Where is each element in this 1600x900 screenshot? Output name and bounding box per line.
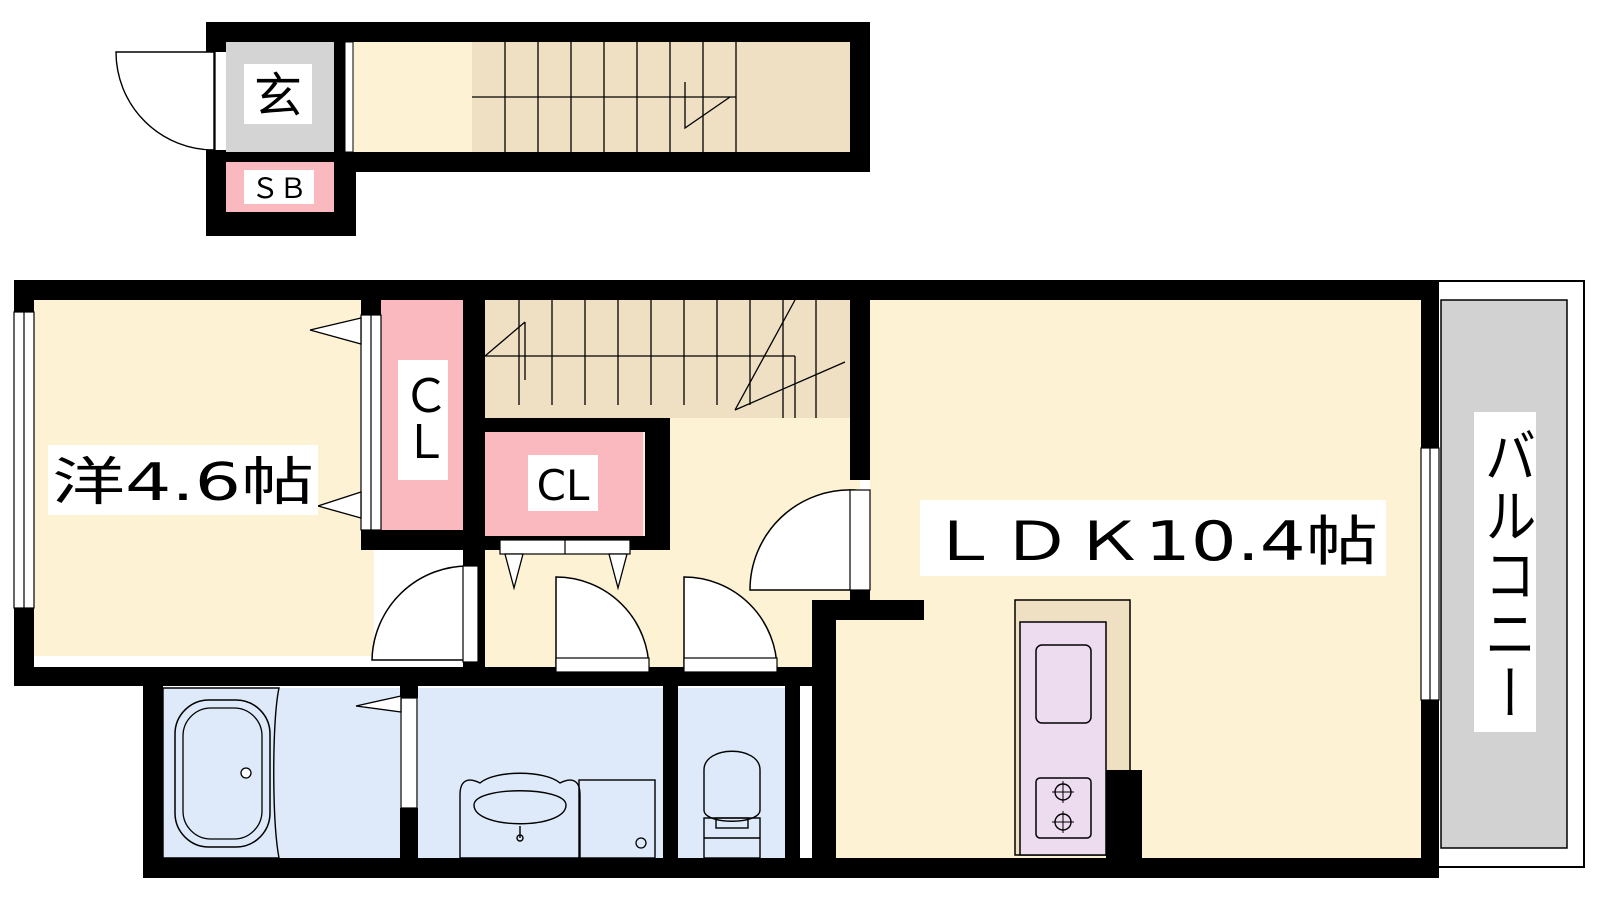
entry-divider-wall <box>226 152 334 162</box>
western-closet-label: ＣＬ <box>396 372 450 464</box>
entry-stair-treads <box>472 42 737 152</box>
toilet-floor <box>678 688 785 858</box>
kitchen-stove <box>1035 777 1092 839</box>
main-walls <box>14 280 1439 878</box>
entry-wall <box>206 22 870 236</box>
entry-divider-wall-2 <box>334 42 345 152</box>
ldk-floor <box>870 300 1421 864</box>
kitchen-wall-block <box>1106 770 1142 858</box>
balcony-label: バルコニー <box>1475 426 1535 722</box>
ldk-door <box>749 489 856 591</box>
western-closet-doors <box>309 314 382 531</box>
washing-machine-space <box>578 779 656 859</box>
shoe-box-label: ＳＢ <box>251 172 307 205</box>
toilet-fixture <box>703 750 761 859</box>
entry-hall-floor <box>345 42 472 152</box>
ldk-floor-lower <box>836 620 876 864</box>
ldk-label: ＬＤＫ10.4帖 <box>928 510 1378 573</box>
main-stair-floor <box>485 300 850 418</box>
bathtub <box>162 687 280 859</box>
western-room-door <box>371 565 471 661</box>
hall-closet-label: CL <box>537 461 590 510</box>
main-stair-treads <box>484 299 846 418</box>
swing-doors <box>371 489 871 673</box>
kitchen-sink <box>1035 644 1092 724</box>
bathroom-door <box>355 695 418 809</box>
washroom-floor <box>418 688 663 858</box>
hall-closet-doors <box>499 539 631 591</box>
entrance-label: 玄 <box>254 68 302 124</box>
entrance-section <box>115 22 870 236</box>
western-room-label: 洋4.6帖 <box>52 453 314 513</box>
entrance-door-swing <box>115 51 215 151</box>
